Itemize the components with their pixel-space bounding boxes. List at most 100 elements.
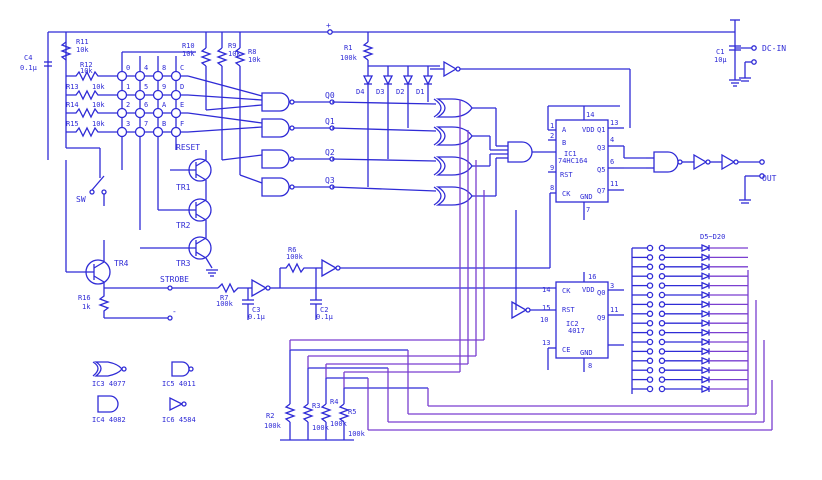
led-node bbox=[658, 310, 666, 318]
ic2-pin-gnd: GND bbox=[580, 349, 593, 357]
legend-item-ic3-symbol bbox=[92, 361, 127, 377]
legend-ic6: IC6 4584 bbox=[162, 416, 196, 424]
led-node bbox=[646, 254, 654, 261]
ic2-part: 4017 bbox=[568, 327, 585, 335]
keypad-key bbox=[134, 70, 146, 82]
r1-label: R1 bbox=[344, 44, 352, 52]
ic2-pin-vdd: VDD bbox=[582, 286, 595, 294]
led-node bbox=[646, 310, 654, 318]
led-diode bbox=[701, 338, 711, 346]
out-label: OUT bbox=[762, 174, 777, 183]
ic1-pin-q1: Q1 bbox=[597, 126, 605, 134]
keypad-key-label: 1 bbox=[126, 83, 130, 91]
ic1-pin-14: 14 bbox=[586, 111, 594, 119]
led-node bbox=[658, 376, 666, 383]
led-diode bbox=[701, 328, 711, 337]
keypad-key-label: B bbox=[162, 120, 166, 128]
ic1-pin-q3: Q3 bbox=[597, 144, 605, 152]
keypad-key-label: 7 bbox=[144, 120, 148, 128]
led-node bbox=[658, 348, 666, 355]
output-q0-label: Q0 bbox=[325, 91, 335, 100]
c1-value: 10μ bbox=[714, 56, 727, 64]
r4-value: 100k bbox=[330, 420, 348, 428]
r3-value: 100k bbox=[312, 424, 330, 432]
keypad-key-label: C bbox=[180, 64, 184, 72]
ic1-pin-a: A bbox=[562, 126, 567, 134]
transistor-tr4 bbox=[65, 160, 111, 288]
ground-symbol bbox=[729, 79, 741, 87]
ic2-pin-10: 10 bbox=[540, 316, 548, 324]
ic2-pin-11: 11 bbox=[610, 306, 618, 314]
routing-wires bbox=[289, 100, 773, 431]
led-node bbox=[658, 291, 666, 299]
input-resistor-bank: C4 0.1μ R11 10k R12 10k R13 10k R14 10k … bbox=[20, 32, 112, 206]
keypad-key bbox=[170, 89, 182, 101]
led-diode bbox=[701, 356, 711, 365]
led-node bbox=[658, 357, 666, 365]
plus-label: + bbox=[326, 21, 331, 30]
keypad-key bbox=[152, 126, 164, 138]
r9-label: R9 bbox=[228, 42, 236, 50]
led-row bbox=[632, 309, 748, 318]
and-gate-ic4 bbox=[507, 141, 556, 163]
keypad-key-label: 5 bbox=[144, 83, 148, 91]
ic1-pin-8: 8 bbox=[550, 184, 554, 192]
ic1-74hc164 bbox=[547, 105, 646, 220]
keypad-key bbox=[116, 70, 128, 82]
ic2-pin-q0: Q0 bbox=[597, 289, 605, 297]
led-diode bbox=[701, 291, 711, 299]
led-node bbox=[658, 329, 666, 336]
output-q1-label: Q1 bbox=[325, 117, 335, 126]
r8-label: R8 bbox=[248, 48, 256, 56]
d1-label: D1 bbox=[416, 88, 424, 96]
keypad-key bbox=[116, 126, 128, 138]
diode-or-network: R1 100k bbox=[340, 32, 631, 187]
d2-label: D2 bbox=[396, 88, 404, 96]
led-node bbox=[646, 319, 654, 327]
led-row bbox=[632, 291, 748, 299]
led-node bbox=[646, 329, 654, 336]
r4-label: R4 bbox=[330, 398, 338, 406]
legend-item-ic4-symbol bbox=[97, 395, 119, 413]
led-node bbox=[646, 348, 654, 355]
r14-label: R14 bbox=[66, 101, 79, 109]
led-node bbox=[658, 254, 666, 261]
r7-value: 100k bbox=[216, 300, 234, 308]
ground-symbol bbox=[739, 77, 751, 82]
keypad-key-label: 9 bbox=[162, 83, 166, 91]
led-row bbox=[632, 375, 748, 384]
r12-value: 10k bbox=[80, 67, 93, 75]
led-diode bbox=[701, 309, 711, 318]
led-node bbox=[658, 272, 666, 280]
keypad-key bbox=[116, 89, 128, 101]
led-diode bbox=[701, 253, 711, 262]
r1-value: 100k bbox=[340, 54, 358, 62]
c2-label: C2 bbox=[320, 306, 328, 314]
legend-ic3: IC3 4077 bbox=[92, 380, 126, 388]
bottom-resistors bbox=[280, 349, 428, 441]
led-row bbox=[632, 272, 748, 281]
led-row bbox=[632, 338, 748, 346]
r12-label: R12 bbox=[80, 61, 93, 69]
ic1-pin-b: B bbox=[562, 139, 566, 147]
ground-symbol bbox=[206, 269, 218, 277]
r13-label: R13 bbox=[66, 83, 79, 91]
tr2-label: TR2 bbox=[176, 221, 191, 230]
ic2-pin-16: 16 bbox=[588, 273, 596, 281]
ic2-4017 bbox=[547, 272, 624, 372]
tr3-label: TR3 bbox=[176, 259, 191, 268]
led-diode bbox=[701, 366, 711, 375]
ic1-pin-4: 4 bbox=[610, 136, 614, 144]
ic2-pin-rst: RST bbox=[562, 306, 575, 314]
led-node bbox=[658, 263, 666, 271]
d3-label: D3 bbox=[376, 88, 384, 96]
ic1-part: 74HC164 bbox=[558, 157, 588, 165]
c1-label: C1 bbox=[716, 48, 724, 56]
led-node bbox=[646, 338, 654, 346]
keypad-key-label: E bbox=[180, 101, 184, 109]
keypad-key-label: 0 bbox=[126, 64, 130, 72]
d5-d20-label: D5~D20 bbox=[700, 233, 725, 241]
led-row bbox=[632, 300, 748, 309]
led-node bbox=[646, 357, 654, 365]
r10-label: R10 bbox=[182, 42, 195, 50]
